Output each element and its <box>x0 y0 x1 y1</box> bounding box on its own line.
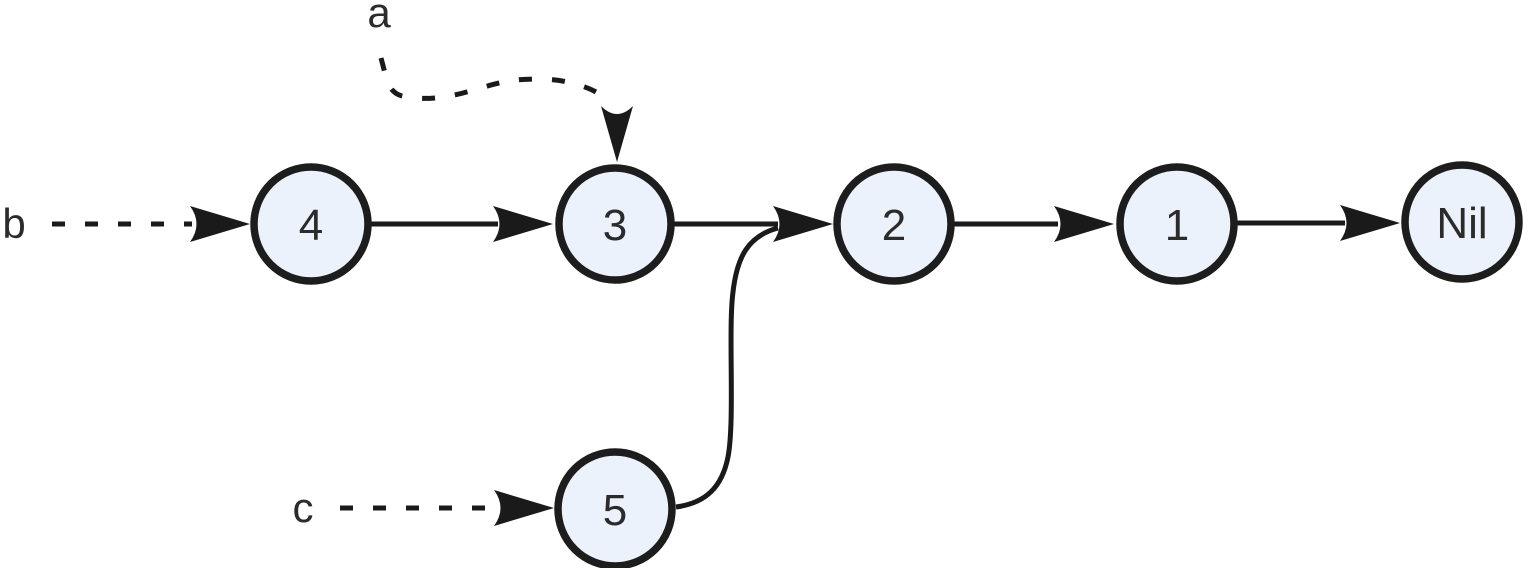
node-circle <box>1401 161 1523 283</box>
node-3: 3 <box>555 164 675 284</box>
arrowhead-icon <box>190 206 250 242</box>
pointer-arrow-a <box>378 57 633 162</box>
arrowhead-icon <box>1054 206 1114 242</box>
pointer-label-b: b <box>2 200 25 247</box>
pointer-arrow-c <box>340 490 554 526</box>
edge-4-to-3 <box>370 206 553 242</box>
arrowhead-icon <box>773 206 833 242</box>
pointer-label-c: c <box>293 484 314 531</box>
node-circle <box>554 448 676 568</box>
node-circle <box>833 163 955 285</box>
node-circle <box>1116 163 1238 285</box>
node-value: 1 <box>1165 201 1189 250</box>
node-2: 2 <box>833 163 955 285</box>
dashed-curve <box>378 57 613 104</box>
node-value: 2 <box>882 201 906 250</box>
edge-2-to-1 <box>951 206 1114 242</box>
arrowhead-icon <box>494 490 554 526</box>
edge-5-to-2 <box>675 225 779 510</box>
node-value: 4 <box>299 201 323 250</box>
node-1: 1 <box>1116 163 1238 285</box>
node-nil: Nil <box>1401 161 1523 283</box>
node-value: 5 <box>603 486 627 535</box>
arrowhead-icon <box>1340 205 1400 241</box>
node-circle <box>250 163 372 285</box>
node-value: Nil <box>1436 199 1487 248</box>
edge-3-to-2 <box>671 206 833 242</box>
edge-curve <box>675 225 779 510</box>
pointer-arrow-b <box>52 206 250 242</box>
arrowhead-icon <box>493 206 553 242</box>
pointer-label-a: a <box>367 0 391 36</box>
node-circle <box>555 164 675 284</box>
node-5: 5 <box>554 448 676 568</box>
arrowhead-icon <box>601 106 633 162</box>
node-4: 4 <box>250 163 372 285</box>
edge-1-to-nil <box>1234 205 1400 241</box>
node-value: 3 <box>603 201 627 250</box>
